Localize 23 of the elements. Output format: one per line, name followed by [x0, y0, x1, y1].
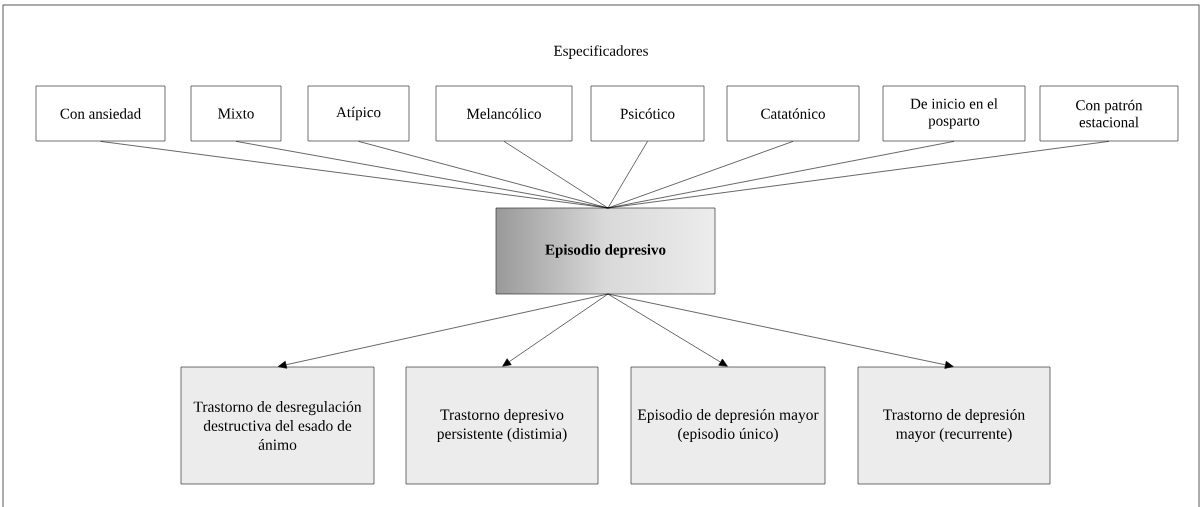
spec-box: Psicótico [590, 85, 705, 142]
arrow [277, 293, 609, 369]
outcome-box: Trastorno depresivo persistente (distimia) [405, 366, 599, 485]
connector-line [607, 141, 1110, 209]
connector-line [503, 141, 609, 209]
heading: Especificadores [553, 45, 648, 59]
arrow [607, 293, 728, 367]
spec-box: Catatónico [726, 85, 860, 142]
spec-box: De inicio en el posparto [882, 85, 1026, 142]
spec-box: Melancólico [435, 85, 573, 142]
spec-box: Con patrón estacional [1039, 85, 1179, 142]
connector-line [607, 141, 648, 209]
spec-box: Mixto [190, 85, 282, 142]
spec-box: Con ansiedad [35, 85, 166, 142]
connector-line [607, 141, 794, 209]
outcome-box: Trastorno de depresión mayor (recurrente) [857, 366, 1051, 485]
connector-line [358, 141, 609, 209]
arrow [502, 293, 609, 367]
arrow [607, 293, 954, 369]
spec-box: Atípico [307, 85, 410, 142]
outcome-box: Episodio de depresión mayor (episodio único) [630, 366, 826, 485]
main-box: Episodio depresivo [495, 207, 716, 295]
outcome-box: Trastorno de desregulación destructiva del esado de ánimo [180, 366, 375, 485]
